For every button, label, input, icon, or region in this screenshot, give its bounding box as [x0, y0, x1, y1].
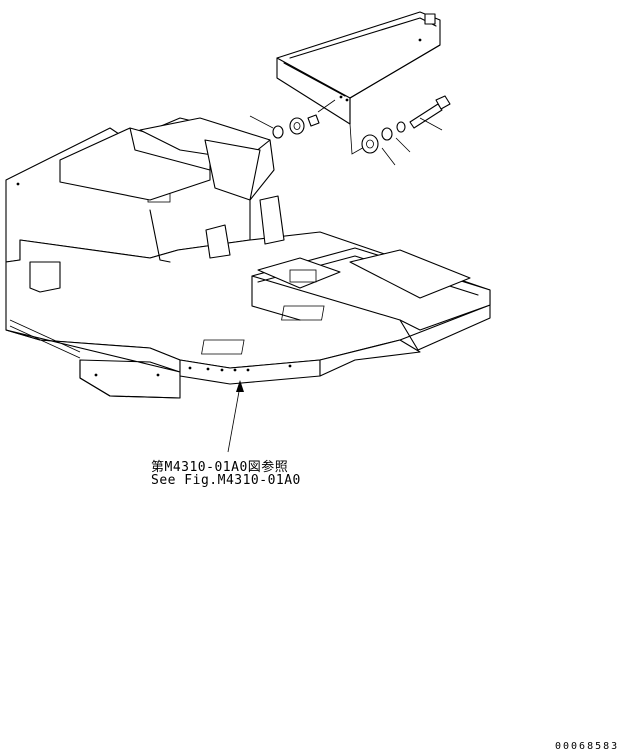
reference-text-jp: 第M4310-01A0図参照: [151, 460, 289, 475]
box-component: [276, 11, 441, 125]
washer-set-right: [361, 95, 451, 166]
reference-arrow: [227, 380, 244, 453]
frame-assembly: [5, 117, 491, 399]
assembly-lines: [317, 99, 367, 155]
reference-text-en: See Fig.M4310-01A0: [151, 473, 301, 488]
figure-id: 00068583: [555, 741, 620, 752]
washer-set-left: [249, 114, 320, 139]
